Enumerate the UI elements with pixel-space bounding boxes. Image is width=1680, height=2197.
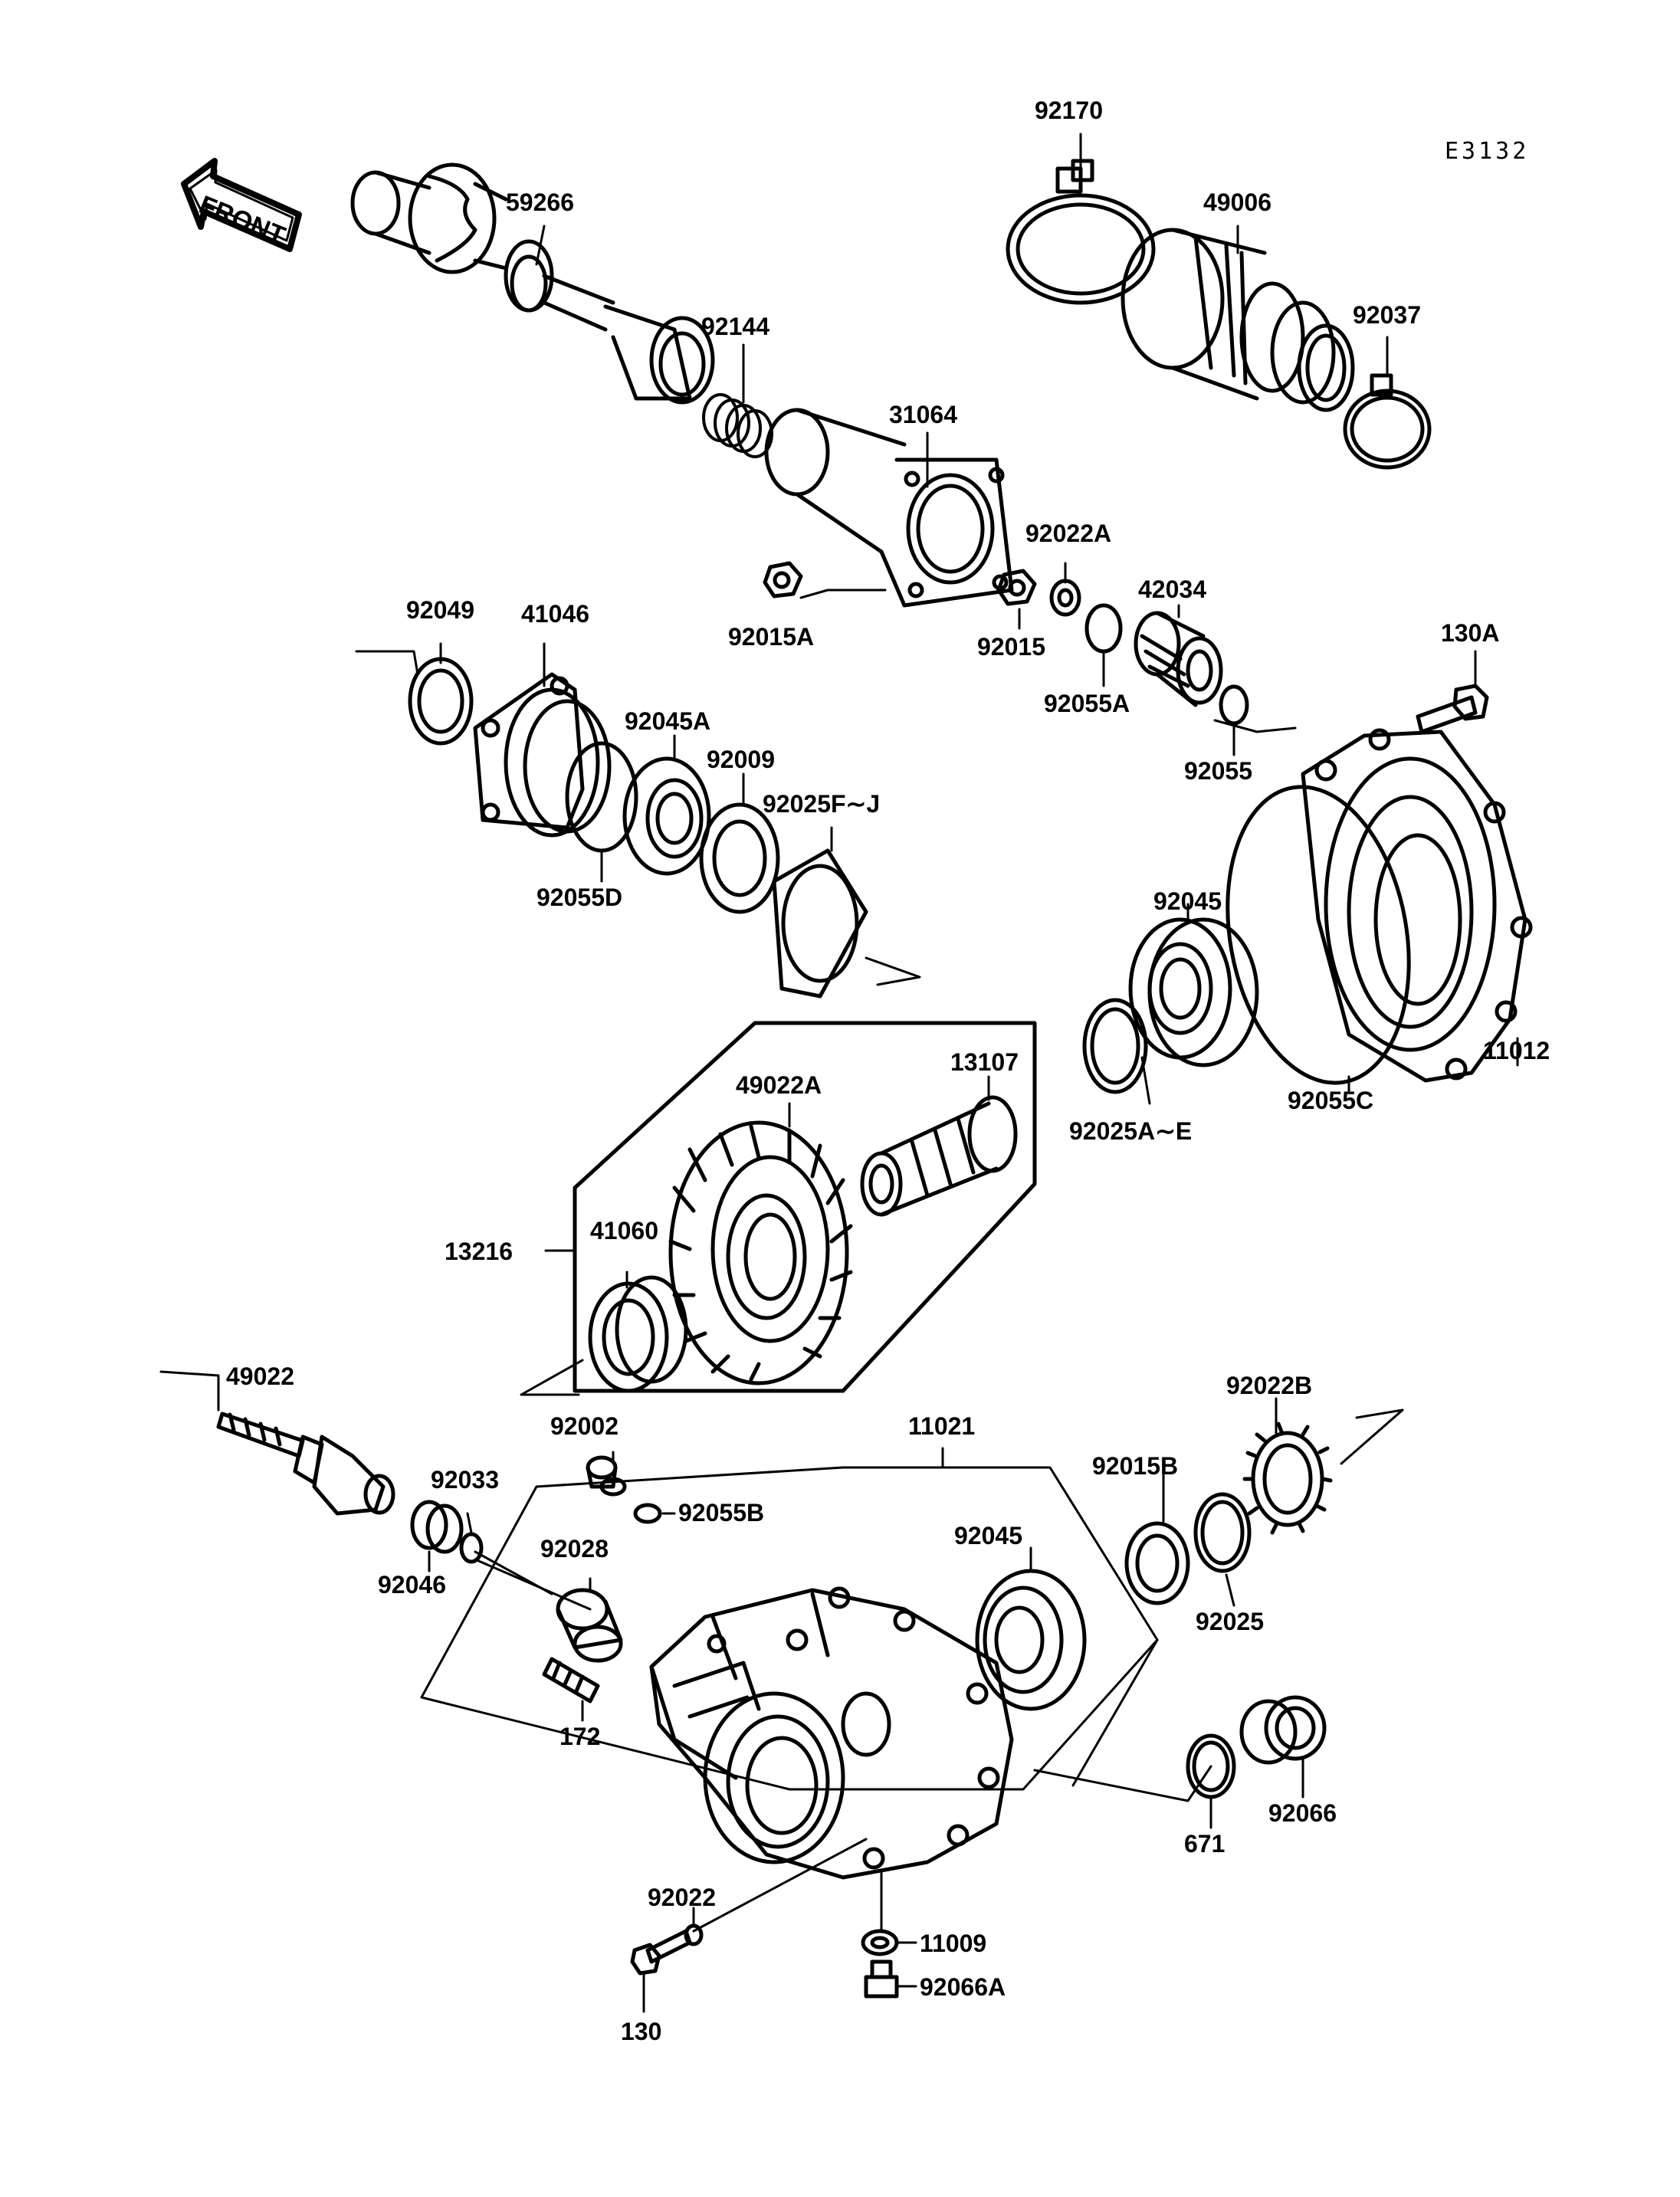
part-label-92066A: 92066A bbox=[920, 1973, 1006, 2001]
oring-92055A bbox=[1084, 603, 1123, 654]
bushing-92028 bbox=[556, 1588, 623, 1663]
clamp-part bbox=[1006, 159, 1156, 305]
leader-lines bbox=[159, 133, 1519, 2013]
part-label-92055B: 92055B bbox=[678, 1499, 765, 1526]
part-label-92009: 92009 bbox=[707, 746, 775, 773]
part-label-11012: 11012 bbox=[1483, 1037, 1550, 1064]
part-label-41046: 41046 bbox=[521, 600, 589, 628]
cap-92066 bbox=[1239, 1695, 1327, 1765]
bearing-92045A bbox=[622, 756, 711, 876]
part-label-42034: 42034 bbox=[1138, 575, 1206, 603]
part-label-92022A: 92022A bbox=[1025, 520, 1112, 547]
part-label-92025FJ: 92025F∼J bbox=[763, 790, 881, 818]
nut-92015A bbox=[763, 561, 803, 598]
part-label-92055A: 92055A bbox=[1044, 690, 1130, 717]
bearing-housing-part bbox=[473, 672, 612, 838]
part-label-92025AE: 92025A∼E bbox=[1069, 1117, 1193, 1145]
part-label-92015B: 92015B bbox=[1092, 1452, 1179, 1480]
part-label-92022: 92022 bbox=[648, 1884, 716, 1911]
part-label-92015: 92015 bbox=[977, 633, 1045, 661]
part-label-130: 130 bbox=[621, 2018, 662, 2045]
bolt-130 bbox=[630, 1929, 692, 1976]
gear-case-cover-part bbox=[1301, 728, 1533, 1083]
part-label-92022B: 92022B bbox=[1226, 1372, 1313, 1399]
bolt-130A bbox=[1416, 684, 1489, 734]
splined-sleeve-part bbox=[1134, 611, 1223, 707]
seal-92049 bbox=[408, 657, 474, 746]
gear-41060 bbox=[588, 1275, 688, 1393]
oring-92055B bbox=[633, 1503, 662, 1524]
pinion-gear-49022 bbox=[216, 1412, 395, 1516]
bearing-92046 bbox=[410, 1500, 464, 1554]
part-label-92045A: 92045A bbox=[625, 707, 711, 735]
spring-part bbox=[702, 393, 773, 458]
part-label-172: 172 bbox=[559, 1723, 601, 1750]
part-label-92002: 92002 bbox=[550, 1412, 619, 1440]
part-label-92025: 92025 bbox=[1196, 1608, 1264, 1635]
stud-172 bbox=[542, 1657, 600, 1703]
part-label-92045-upper: 92045 bbox=[1153, 887, 1222, 915]
part-label-31064: 31064 bbox=[889, 401, 957, 428]
gear-case-part bbox=[649, 1586, 1014, 1880]
part-label-92033: 92033 bbox=[431, 1466, 499, 1494]
part-label-49022: 49022 bbox=[226, 1362, 294, 1390]
part-label-49006: 49006 bbox=[1203, 189, 1271, 216]
part-label-13107: 13107 bbox=[950, 1048, 1019, 1076]
part-label-49022A: 49022A bbox=[736, 1071, 822, 1099]
bearing-92045-lower bbox=[975, 1569, 1087, 1711]
ring-gear-set-outline bbox=[573, 1021, 1037, 1393]
nut-92015B bbox=[1124, 1521, 1190, 1605]
part-label-92015A: 92015A bbox=[728, 623, 815, 651]
part-label-130A: 130A bbox=[1441, 619, 1500, 647]
shaft-13107 bbox=[860, 1095, 1018, 1217]
oring-92055C bbox=[1226, 785, 1411, 1085]
nut-92015 bbox=[996, 569, 1037, 606]
plug-92066A bbox=[864, 1959, 899, 1999]
diagram-code: E3132 bbox=[1445, 138, 1530, 165]
front-arrow-icon bbox=[181, 158, 302, 252]
part-label-92170: 92170 bbox=[1035, 97, 1103, 124]
ring-gear-49022A bbox=[668, 1120, 853, 1385]
part-label-92066: 92066 bbox=[1268, 1799, 1337, 1827]
shim-92025 bbox=[1193, 1492, 1252, 1573]
part-label-92144: 92144 bbox=[701, 313, 769, 340]
part-label-11021: 11021 bbox=[908, 1412, 976, 1440]
part-label-92049: 92049 bbox=[406, 596, 474, 624]
part-label-92046: 92046 bbox=[378, 1571, 446, 1599]
seal-92009 bbox=[699, 802, 780, 914]
shim-92025FJ bbox=[772, 848, 868, 998]
part-label-92045-lower: 92045 bbox=[954, 1522, 1022, 1549]
part-label-92055D: 92055D bbox=[536, 884, 623, 911]
oring-92055 bbox=[1219, 684, 1249, 726]
washer-92022A bbox=[1049, 579, 1081, 617]
bearing-92045-upper bbox=[1128, 917, 1259, 1067]
lockwasher-92022B bbox=[1242, 1421, 1333, 1535]
part-label-92028: 92028 bbox=[540, 1535, 609, 1562]
shaft-housing-part bbox=[764, 408, 1014, 608]
part-label-11009: 11009 bbox=[920, 1930, 987, 1957]
part-label-13216: 13216 bbox=[445, 1238, 513, 1265]
part-label-41060: 41060 bbox=[590, 1217, 658, 1244]
part-label-92037: 92037 bbox=[1353, 301, 1421, 329]
part-label-92055C: 92055C bbox=[1288, 1087, 1374, 1114]
part-label-92055: 92055 bbox=[1184, 757, 1252, 785]
part-label-59266: 59266 bbox=[506, 189, 574, 216]
circlip-92033 bbox=[459, 1532, 484, 1564]
washer-11009 bbox=[861, 1929, 899, 1956]
small-clamp-part bbox=[1343, 373, 1432, 470]
shim-92025AE bbox=[1082, 998, 1148, 1094]
plug-92002 bbox=[586, 1455, 627, 1497]
drive-shaft-part bbox=[350, 162, 715, 405]
part-label-671: 671 bbox=[1184, 1830, 1226, 1858]
boot-part bbox=[1121, 228, 1355, 412]
